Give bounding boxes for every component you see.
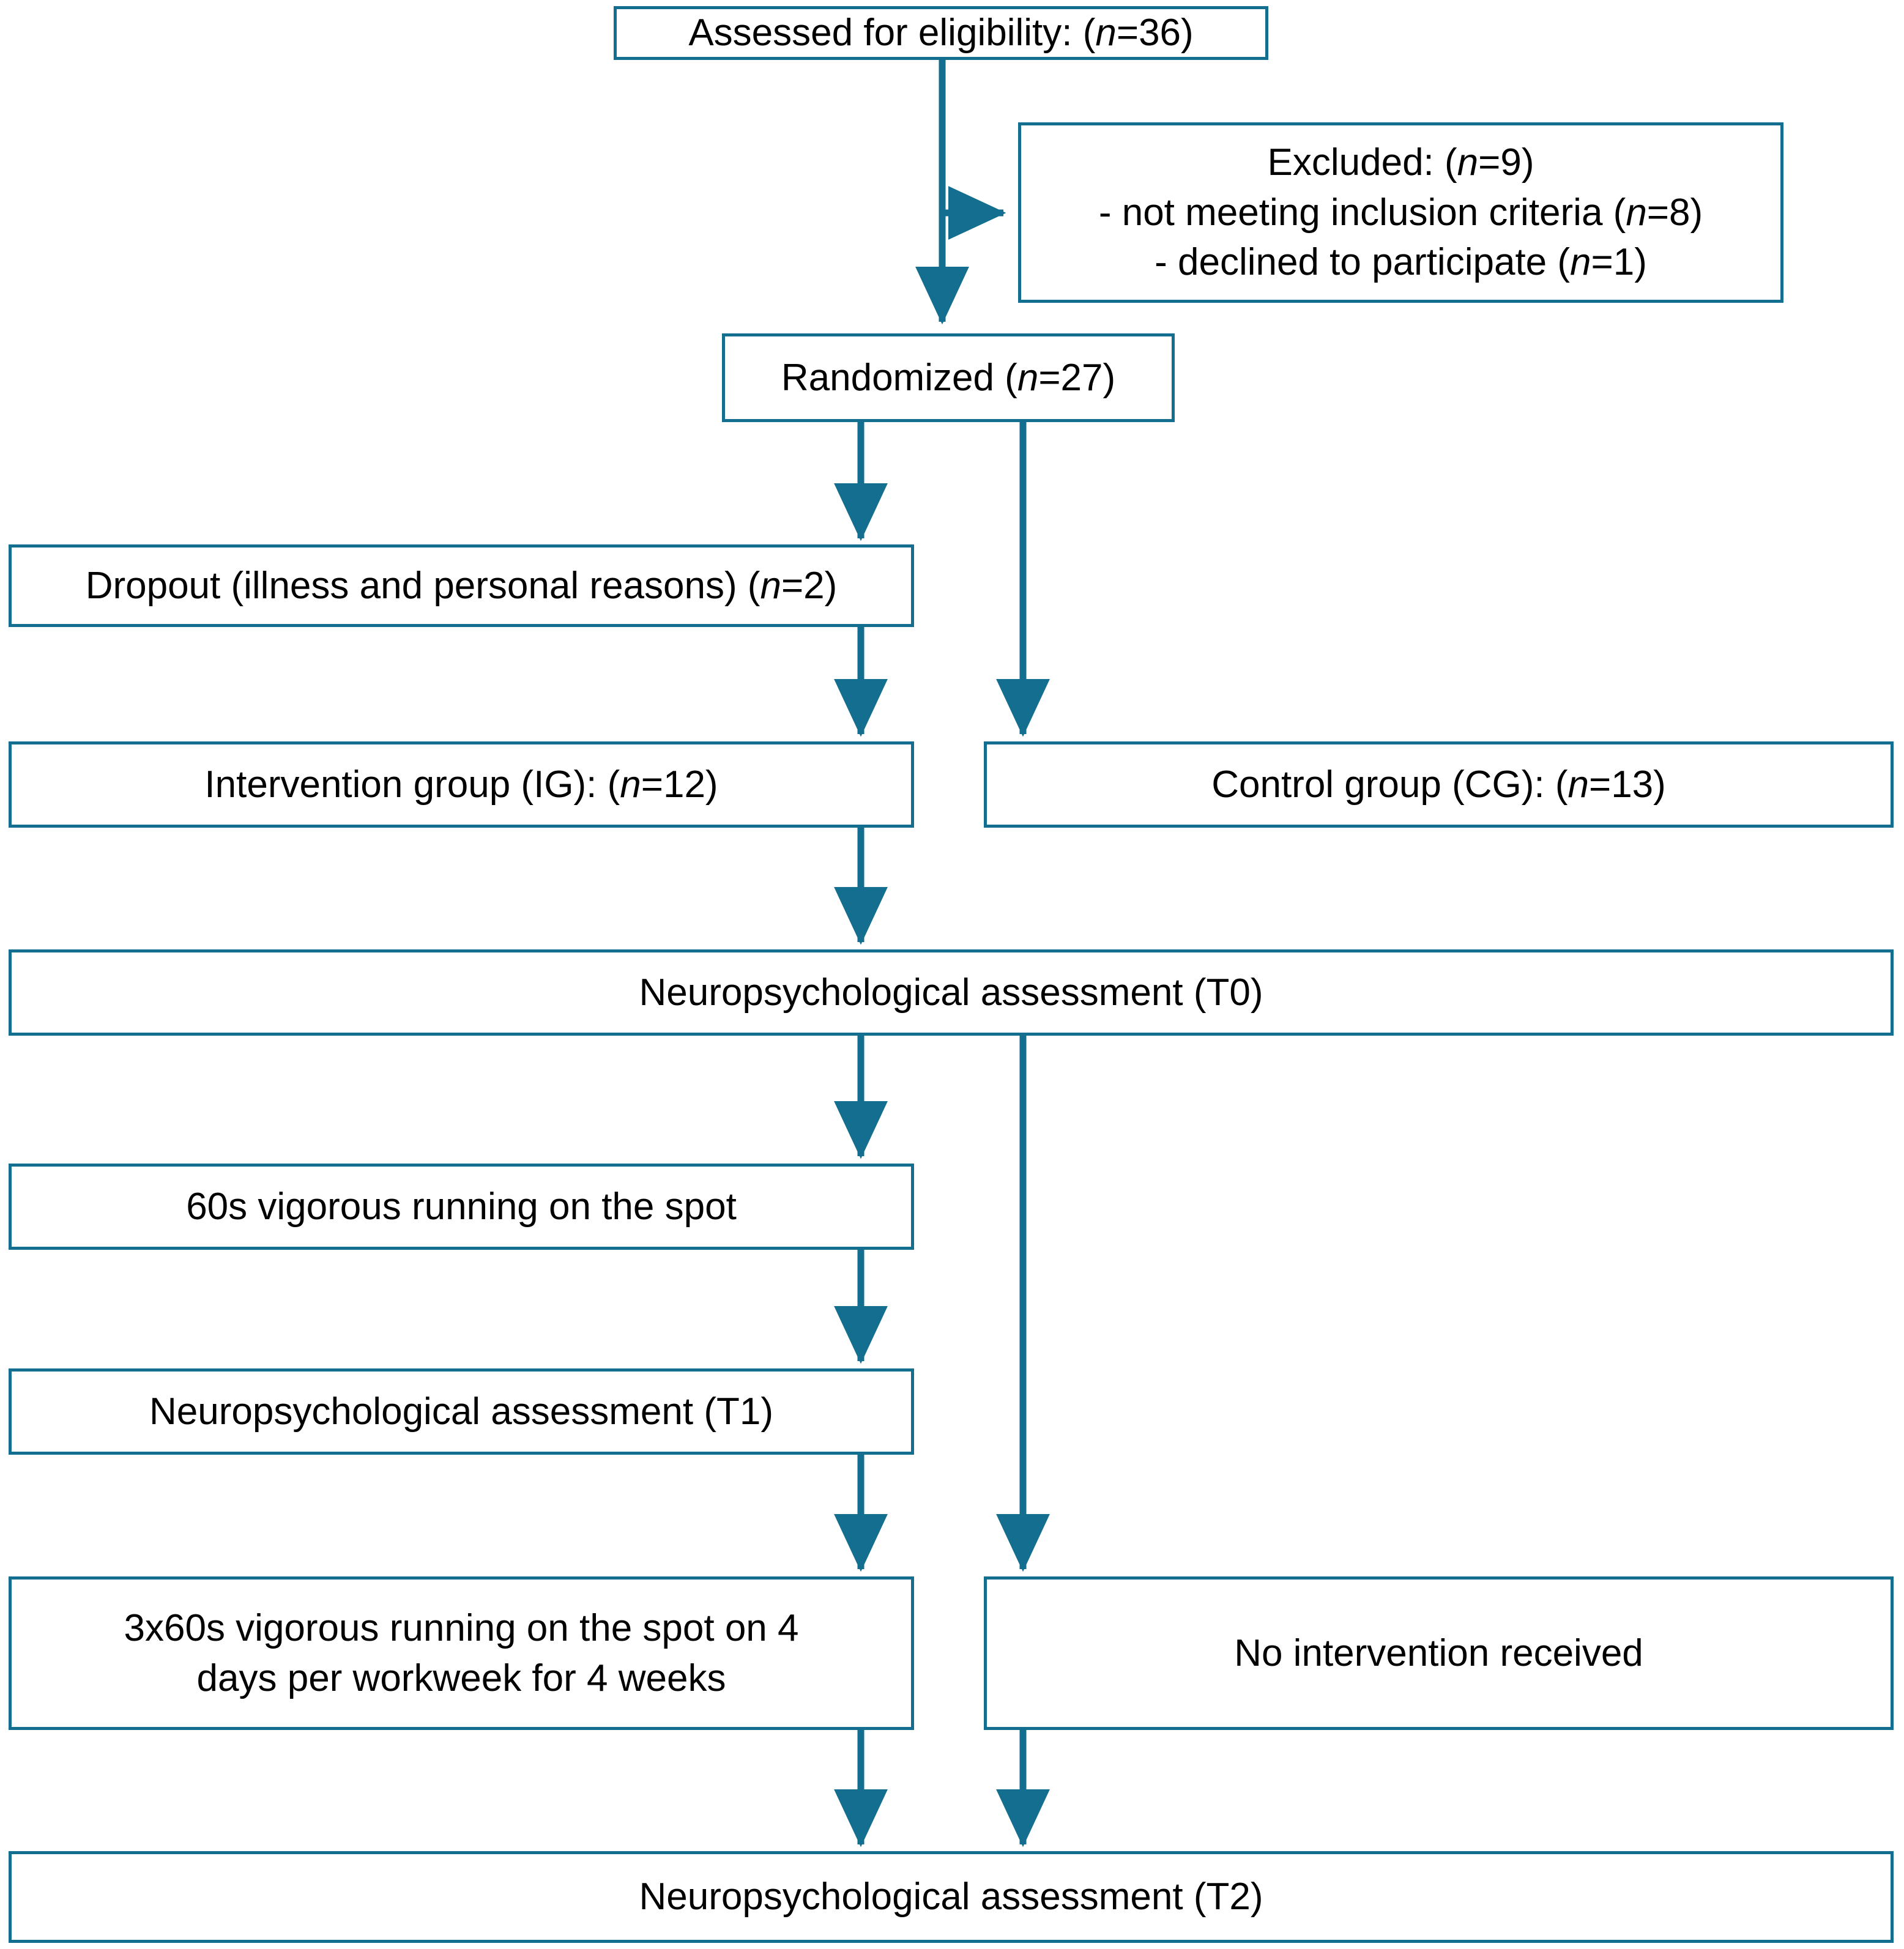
assessed-for-eligibility-label: Assessed for eligibility: (n=36): [688, 12, 1194, 54]
excluded-label: Excluded: (n=9)- not meeting inclusion c…: [1098, 141, 1703, 284]
no-intervention-received-label: No intervention received: [1234, 1632, 1643, 1674]
sixty-second-running-box[interactable]: 60s vigorous running on the spot: [9, 1164, 914, 1250]
neuropsychological-assessment-t1-label: Neuropsychological assessment (T1): [149, 1390, 773, 1433]
dropout-label: Dropout (illness and personal reasons) (…: [85, 564, 838, 607]
neuropsychological-assessment-t2-label: Neuropsychological assessment (T2): [639, 1876, 1263, 1918]
no-intervention-received-box[interactable]: No intervention received: [984, 1576, 1894, 1730]
assessed-for-eligibility-box[interactable]: Assessed for eligibility: (n=36): [614, 6, 1268, 60]
excluded-box[interactable]: Excluded: (n=9)- not meeting inclusion c…: [1018, 122, 1783, 303]
neuropsychological-assessment-t0-box[interactable]: Neuropsychological assessment (T0): [9, 949, 1894, 1036]
randomized-box[interactable]: Randomized (n=27): [722, 333, 1175, 422]
neuropsychological-assessment-t1-box[interactable]: Neuropsychological assessment (T1): [9, 1368, 914, 1455]
dropout-box[interactable]: Dropout (illness and personal reasons) (…: [9, 544, 914, 627]
intervention-group-box[interactable]: Intervention group (IG): (n=12): [9, 741, 914, 828]
randomized-label: Randomized (n=27): [781, 356, 1116, 399]
control-group-label: Control group (CG): (n=13): [1211, 763, 1666, 806]
control-group-box[interactable]: Control group (CG): (n=13): [984, 741, 1894, 828]
neuropsychological-assessment-t2-box[interactable]: Neuropsychological assessment (T2): [9, 1851, 1894, 1943]
neuropsychological-assessment-t0-label: Neuropsychological assessment (T0): [639, 971, 1263, 1014]
sixty-second-running-label: 60s vigorous running on the spot: [186, 1185, 737, 1228]
intervention-group-label: Intervention group (IG): (n=12): [204, 763, 718, 806]
